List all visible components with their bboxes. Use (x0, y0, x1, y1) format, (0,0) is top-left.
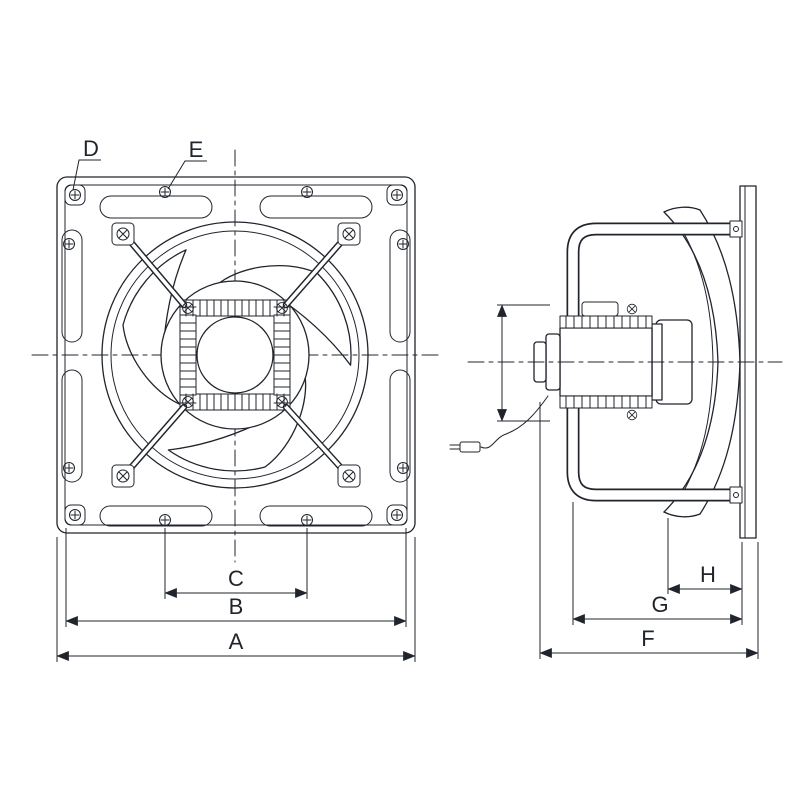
terminal-box (581, 301, 619, 317)
motor-side (533, 301, 663, 409)
rib-right-upper (389, 229, 411, 343)
dimension-a-label: A (229, 629, 244, 654)
dimension-g: G (572, 502, 743, 625)
fan-opening-rim (101, 221, 369, 489)
callout-d: D (72, 136, 101, 191)
rib-left-lower (61, 369, 83, 483)
callout-e-label: E (189, 137, 204, 162)
side-view: H G F (449, 185, 783, 659)
rib-bottom-right (259, 505, 373, 527)
guard-bracket (729, 486, 743, 504)
rib-bottom-left (99, 505, 213, 527)
heat-sink (179, 299, 291, 411)
mounting-frame (56, 176, 416, 534)
dimension-g-label: G (651, 592, 668, 617)
guard-bracket (729, 220, 743, 238)
shaft-opening (196, 316, 274, 394)
front-view: D E C B A (31, 136, 439, 662)
dimension-b-label: B (229, 594, 244, 619)
heat-sink-fins-right (273, 306, 291, 404)
rib-left-upper (61, 229, 83, 343)
dimension-c-label: C (228, 566, 244, 591)
dimension-a: A (56, 537, 416, 662)
callout-e: E (167, 137, 207, 190)
dimension-h: H (667, 518, 743, 594)
rib-top-left (99, 195, 213, 219)
dimension-b: B (65, 528, 407, 627)
rib-top-right (259, 195, 373, 219)
dimension-f: F (539, 402, 759, 659)
motor-fins-bottom (565, 395, 647, 409)
dimension-f-label: F (641, 626, 654, 651)
guard-braces (111, 222, 361, 488)
callout-d-label: D (83, 136, 99, 161)
heat-sink-fins-left (179, 306, 197, 404)
dimension-vertical (497, 304, 550, 422)
power-cable (449, 395, 549, 453)
motor-fins-top (565, 315, 647, 329)
motor-body (559, 327, 653, 397)
rib-right-lower (389, 369, 411, 483)
cable-plug (459, 441, 481, 453)
hub-bolt-side (626, 409, 638, 421)
dimension-h-label: H (700, 562, 716, 587)
hub-bolt-side (626, 303, 638, 315)
dimension-c: C (164, 528, 308, 599)
